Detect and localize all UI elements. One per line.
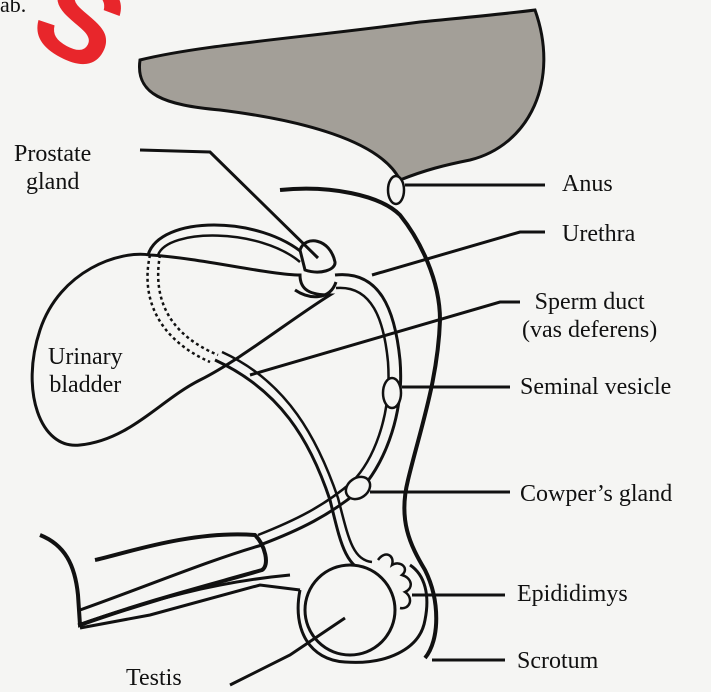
penis xyxy=(40,534,266,625)
label-sperm-duct: Sperm duct (vas deferens) xyxy=(522,288,657,344)
label-urinary-bladder: Urinary bladder xyxy=(48,343,123,399)
leader-testis xyxy=(230,618,345,685)
label-urethra: Urethra xyxy=(562,220,635,248)
sperm-duct-hidden-2 xyxy=(158,255,218,355)
label-cowpers-gland: Cowper’s gland xyxy=(520,480,672,508)
urethra-inner xyxy=(258,288,389,535)
leader-prostate xyxy=(140,150,318,258)
anus-opening xyxy=(388,176,404,204)
label-seminal-vesicle: Seminal vesicle xyxy=(520,373,671,401)
sperm-duct-inner xyxy=(158,236,372,562)
testis xyxy=(305,565,395,655)
label-scrotum: Scrotum xyxy=(517,647,598,675)
sperm-duct xyxy=(148,225,370,572)
leader-urethra xyxy=(372,232,545,275)
label-prostate-gland: Prostate gland xyxy=(14,140,91,196)
label-anus: Anus xyxy=(562,170,613,198)
sperm-duct-hidden xyxy=(148,255,211,362)
label-epididimys: Epididimys xyxy=(517,580,628,608)
label-testis: Testis xyxy=(126,664,182,692)
rectum-region xyxy=(139,10,543,180)
seminal-vesicle xyxy=(383,378,401,408)
